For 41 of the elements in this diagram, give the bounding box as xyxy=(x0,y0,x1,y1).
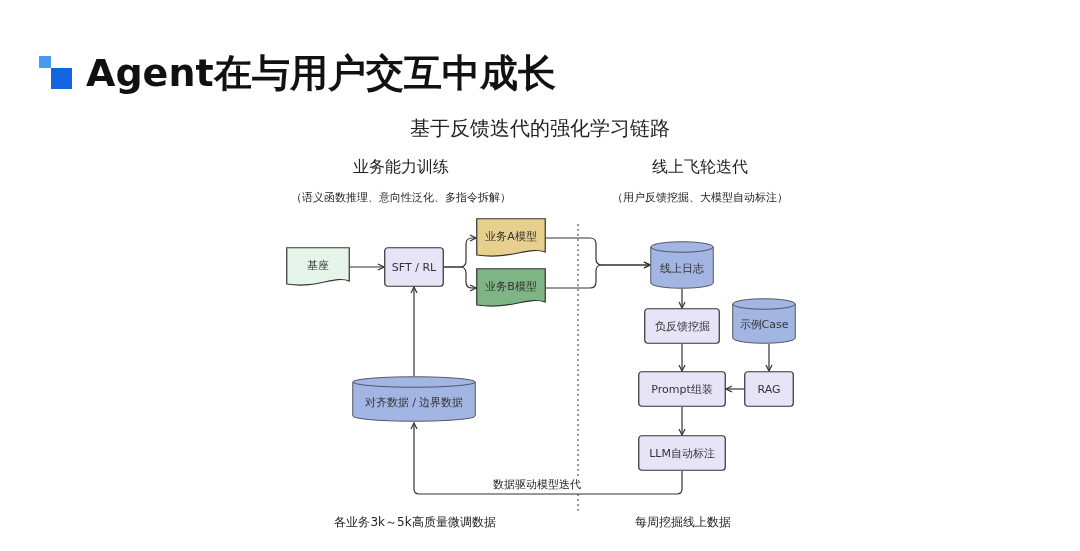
arrow xyxy=(545,261,651,289)
process-box xyxy=(744,371,794,407)
section-note: （语义函数推理、意向性泛化、多指令拆解） xyxy=(291,190,511,205)
section-heading: 线上飞轮迭代 xyxy=(652,157,748,178)
process-box xyxy=(638,371,726,407)
document-shape xyxy=(476,268,546,308)
node-label: 业务A模型 xyxy=(485,228,537,244)
document-shape xyxy=(286,247,350,287)
arrow xyxy=(725,385,745,393)
document-shape xyxy=(476,218,546,258)
node-label: 业务B模型 xyxy=(485,278,537,294)
arrow xyxy=(443,266,477,292)
arrow xyxy=(678,406,686,436)
node-label: LLM自动标注 xyxy=(649,445,715,461)
footer-note: 各业务3k～5k高质量微调数据 xyxy=(334,514,496,531)
arrow xyxy=(765,343,773,372)
node-label: Prompt组装 xyxy=(651,381,713,397)
arrow xyxy=(349,263,385,271)
arrow xyxy=(678,288,686,309)
section-heading: 业务能力训练 xyxy=(353,157,449,178)
node-label: RAG xyxy=(757,382,781,396)
node-label: 基座 xyxy=(307,257,329,273)
database-cylinder xyxy=(352,376,476,422)
process-box xyxy=(638,435,726,471)
node-label: 线上日志 xyxy=(660,260,704,276)
edge-label: 数据驱动模型迭代 xyxy=(491,477,583,492)
process-box xyxy=(384,247,444,287)
database-cylinder xyxy=(650,241,714,289)
node-label: 示例Case xyxy=(739,316,789,332)
subtitle: 基于反馈迭代的强化学习链路 xyxy=(410,115,670,142)
node-label: 负反馈挖掘 xyxy=(654,318,710,334)
arrow xyxy=(410,286,418,377)
section-note: （用户反馈挖掘、大模型自动标注） xyxy=(612,190,788,205)
database-cylinder xyxy=(732,298,796,344)
arrow xyxy=(410,422,683,495)
arrow xyxy=(678,343,686,372)
process-box xyxy=(644,308,720,344)
node-label: SFT / RL xyxy=(391,260,437,274)
title: Agent在与用户交互中成长 xyxy=(86,50,556,97)
footer-note: 每周挖掘线上数据 xyxy=(635,514,731,531)
node-label: 对齐数据 / 边界数据 xyxy=(364,394,464,410)
